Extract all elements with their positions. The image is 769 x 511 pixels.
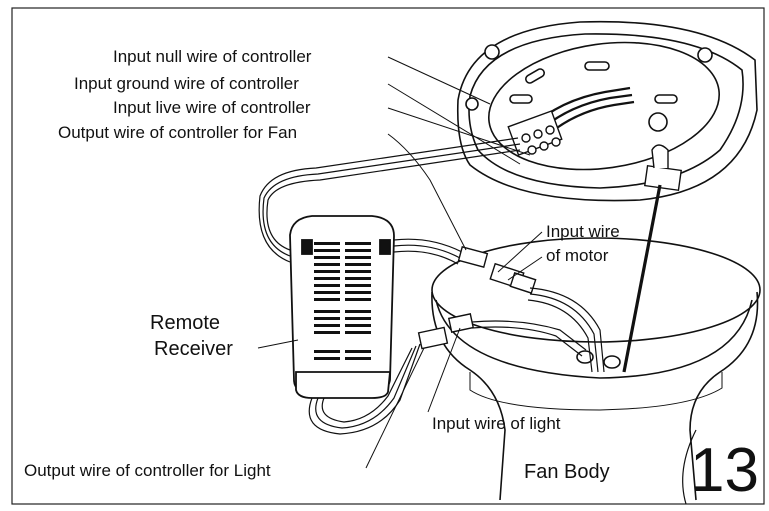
light-input-connector bbox=[447, 313, 475, 333]
label-remote-line2: Receiver bbox=[154, 338, 233, 360]
wire-clip bbox=[643, 144, 683, 192]
step-divider-curve bbox=[682, 429, 697, 505]
label-output-light-wire: Output wire of controller for Light bbox=[24, 461, 271, 480]
label-input-null-wire: Input null wire of controller bbox=[113, 47, 312, 66]
motor-wires bbox=[527, 287, 605, 373]
ground-pole-wire bbox=[622, 184, 662, 373]
fan-output-connector bbox=[457, 246, 489, 268]
light-output-connector bbox=[417, 326, 449, 350]
motor-input-connector bbox=[489, 262, 537, 294]
terminal-block bbox=[507, 110, 563, 156]
label-output-fan-wire: Output wire of controller for Fan bbox=[58, 123, 298, 142]
label-input-motor-line1: Input wire bbox=[546, 222, 620, 241]
page-frame bbox=[11, 7, 765, 505]
remote-receiver-box bbox=[289, 215, 395, 399]
label-fan-body: Fan Body bbox=[524, 461, 610, 483]
label-input-motor-line2: of motor bbox=[546, 246, 609, 265]
light-input-wires bbox=[471, 320, 587, 357]
label-input-live-wire: Input live wire of controller bbox=[113, 98, 311, 117]
leader-lines bbox=[257, 56, 543, 469]
fan-body bbox=[431, 237, 761, 501]
label-input-ground-wire: Input ground wire of controller bbox=[74, 74, 299, 93]
mounting-plate bbox=[456, 20, 758, 202]
receiver-fan-output-wires bbox=[393, 238, 463, 265]
step-number: 13 bbox=[690, 436, 759, 505]
receiver-vent-grille bbox=[314, 242, 371, 360]
receiver-light-output-wires bbox=[308, 343, 421, 435]
label-input-light-wire: Input wire of light bbox=[432, 414, 561, 433]
receiver-input-wires bbox=[258, 137, 521, 263]
label-remote-line1: Remote bbox=[150, 312, 221, 334]
